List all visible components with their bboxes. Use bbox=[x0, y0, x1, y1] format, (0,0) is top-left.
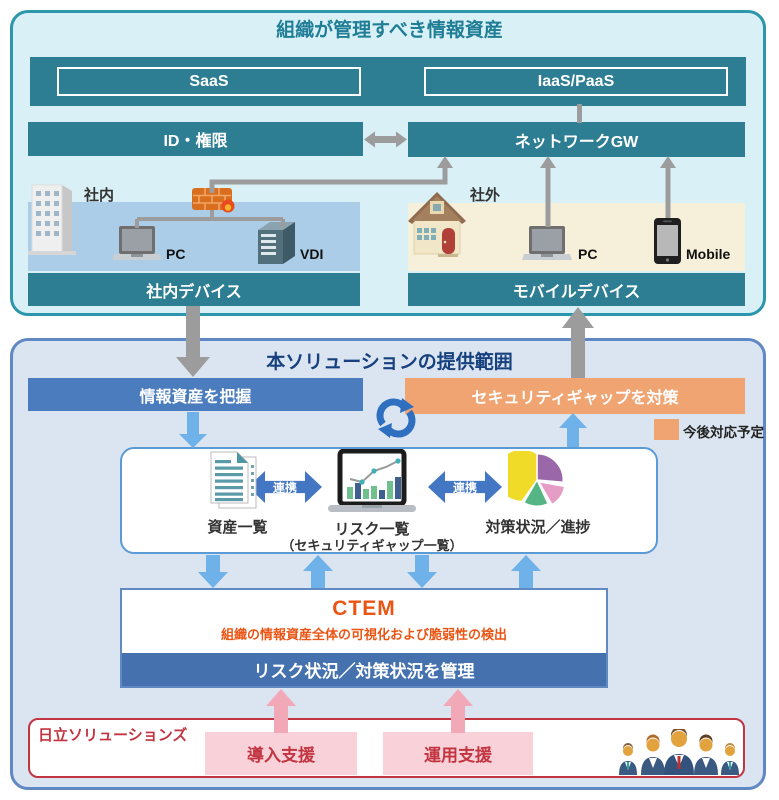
link-label-left: 連携 bbox=[272, 480, 297, 495]
provider-name: 日立ソリューションズ bbox=[38, 727, 188, 744]
security-gap-label: セキュリティギャップを対策 bbox=[471, 390, 679, 407]
id-permission-box: ID・権限 bbox=[28, 122, 363, 156]
internal-devices-bar: 社内デバイス bbox=[28, 273, 360, 306]
risk-list-label: リスク一覧 bbox=[334, 521, 410, 538]
legend-swatch bbox=[654, 419, 679, 440]
internal-pc-label: PC bbox=[166, 246, 186, 262]
risk-list-laptop-icon bbox=[324, 449, 420, 517]
external-pc-icon bbox=[522, 226, 572, 266]
house-icon bbox=[408, 188, 466, 258]
risk-list-sub-label: （セキュリティギャップ一覧） bbox=[281, 538, 463, 553]
mobile-phone-icon bbox=[654, 218, 681, 264]
operate-support-box: 運用支援 bbox=[383, 732, 533, 775]
firewall-icon bbox=[192, 186, 236, 214]
legend-label: 今後対応予定 bbox=[683, 425, 764, 440]
external-pc-label: PC bbox=[578, 246, 598, 262]
external-zone-band bbox=[408, 203, 745, 271]
network-gw-label: ネットワークGW bbox=[514, 133, 639, 151]
progress-pie-chart-icon bbox=[508, 451, 566, 509]
ctem-box: CTEM 組織の情報資産全体の可視化および脆弱性の検出 リスク状況／対策状況を管… bbox=[120, 588, 608, 688]
internal-devices-label: 社内デバイス bbox=[146, 283, 242, 301]
vdi-server-icon bbox=[258, 222, 296, 264]
saas-box: SaaS bbox=[57, 67, 361, 96]
manage-risk-bar: リスク状況／対策状況を管理 bbox=[122, 653, 606, 686]
operate-support-label: 運用支援 bbox=[424, 746, 492, 765]
link-label-right: 連携 bbox=[452, 480, 477, 495]
install-support-label: 導入支援 bbox=[247, 746, 315, 765]
support-team-icon bbox=[616, 729, 742, 775]
managed-assets-title: 組織が管理すべき情報資産 bbox=[276, 20, 503, 41]
solution-scope-title: 本ソリューションの提供範囲 bbox=[266, 352, 513, 373]
security-gap-box: セキュリティギャップを対策 bbox=[405, 378, 745, 414]
mobile-devices-label: モバイルデバイス bbox=[512, 283, 641, 301]
install-support-box: 導入支援 bbox=[205, 732, 357, 775]
mobile-label: Mobile bbox=[686, 246, 731, 262]
grasp-assets-box: 情報資産を把握 bbox=[28, 378, 363, 411]
external-zone-label: 社外 bbox=[470, 187, 501, 204]
progress-label: 対策状況／進捗 bbox=[485, 519, 591, 536]
asset-list-document-icon bbox=[210, 451, 258, 511]
internal-pc-icon bbox=[112, 226, 162, 266]
saas-label: SaaS bbox=[189, 72, 229, 90]
office-building-icon bbox=[26, 177, 80, 257]
vdi-label: VDI bbox=[300, 246, 324, 262]
internal-zone-label: 社内 bbox=[84, 187, 115, 204]
ctem-subtitle: 組織の情報資産全体の可視化および脆弱性の検出 bbox=[220, 627, 507, 642]
ctem-title: CTEM bbox=[332, 597, 396, 620]
mobile-devices-bar: モバイルデバイス bbox=[408, 273, 745, 306]
manage-risk-label: リスク状況／対策状況を管理 bbox=[253, 662, 475, 681]
cloud-band bbox=[30, 57, 746, 106]
network-gw-box: ネットワークGW bbox=[408, 122, 745, 157]
iaas-paas-box: IaaS/PaaS bbox=[424, 67, 728, 96]
id-permission-label: ID・権限 bbox=[163, 133, 228, 150]
asset-list-label: 資産一覧 bbox=[207, 519, 268, 536]
iaas-paas-label: IaaS/PaaS bbox=[537, 72, 615, 90]
grasp-assets-label: 情報資産を把握 bbox=[139, 388, 252, 406]
